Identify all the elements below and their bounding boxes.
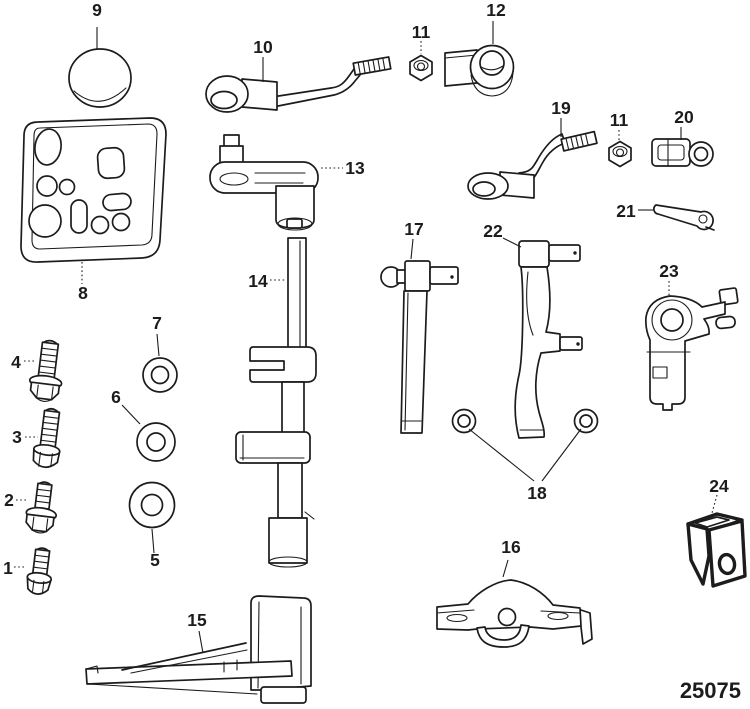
drawing-number: 25075 <box>680 678 741 703</box>
part-11-nut-right <box>608 140 632 168</box>
callout-15: 15 <box>187 610 207 630</box>
leader-22 <box>502 237 522 248</box>
part-9-knob <box>68 48 132 108</box>
part-16-anchor-clamp <box>436 579 593 648</box>
callout-18: 18 <box>527 483 547 503</box>
callout-7: 7 <box>152 313 162 333</box>
part-20-link <box>651 138 714 167</box>
callout-16: 16 <box>501 537 521 557</box>
callout-11a: 11 <box>412 22 431 42</box>
part-6-washer <box>136 422 176 462</box>
leader-6 <box>121 404 141 425</box>
part-13-shift-lever <box>209 134 319 231</box>
leader-5 <box>151 528 155 554</box>
callout-4: 4 <box>11 352 21 372</box>
callout-10: 10 <box>253 37 273 57</box>
callout-3: 3 <box>12 427 22 447</box>
part-5-washer <box>128 481 176 529</box>
leader-24 <box>711 494 718 514</box>
callout-23: 23 <box>659 261 679 281</box>
callout-9: 9 <box>92 0 102 20</box>
part-19-lever-rod <box>467 130 598 200</box>
part-14-shift-shaft <box>235 237 317 568</box>
callout-19: 19 <box>551 98 571 118</box>
part-18-bushings <box>451 408 599 434</box>
part-23-cam-bracket <box>644 287 739 411</box>
callout-1: 1 <box>3 558 13 578</box>
leader-15 <box>198 630 204 654</box>
part-12-bushing <box>444 44 515 97</box>
callout-12: 12 <box>486 0 506 20</box>
part-17-link-rod <box>380 260 459 434</box>
part-1-bolt <box>26 547 53 595</box>
leader-16 <box>502 559 509 578</box>
leader-7 <box>156 333 160 357</box>
callout-21: 21 <box>616 201 636 221</box>
callout-6: 6 <box>111 387 121 407</box>
part-11-nut-left <box>409 54 433 82</box>
callout-13: 13 <box>345 158 365 178</box>
part-15-bracket <box>85 595 312 704</box>
callout-2: 2 <box>4 490 14 510</box>
part-7-washer <box>142 357 178 393</box>
leader-18 <box>468 428 582 482</box>
callout-8: 8 <box>78 283 88 303</box>
callout-22: 22 <box>483 221 503 241</box>
callout-14: 14 <box>248 271 268 291</box>
part-8-gasket-plate <box>20 117 167 263</box>
part-24-clip <box>686 512 747 588</box>
callout-5: 5 <box>150 550 160 570</box>
part-2-bolt <box>25 481 58 534</box>
callout-20: 20 <box>674 107 694 127</box>
part-22-lever-arm <box>514 240 583 439</box>
callout-17: 17 <box>404 219 423 239</box>
part-21-cotter-pin <box>653 204 715 231</box>
part-10-lever-rod <box>205 56 392 113</box>
callout-11b: 11 <box>610 110 629 130</box>
leader-17 <box>410 238 414 260</box>
part-3-bolt <box>32 408 61 469</box>
callout-24: 24 <box>709 476 729 496</box>
part-4-bolt <box>28 339 63 402</box>
